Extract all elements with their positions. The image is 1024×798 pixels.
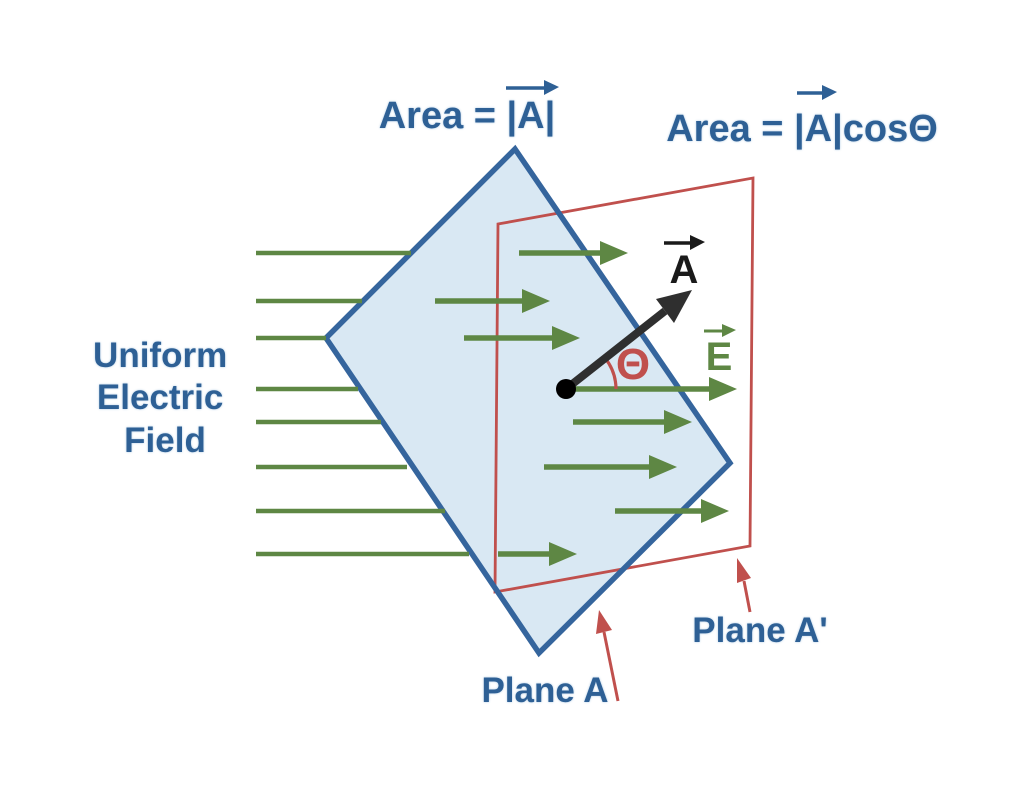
vector-arrow-over-title-a-cos (797, 85, 837, 100)
vector-e-label: E (706, 335, 733, 379)
vector-arrow-over-a-label (664, 235, 705, 250)
field-lines-left (256, 250, 469, 557)
e-field-vector (566, 377, 737, 401)
field-arrows-through-plane (435, 241, 729, 566)
field-label-line-3: Field (124, 421, 206, 460)
plane-a-prime-pointer-line (742, 580, 752, 613)
theta-label: Θ (616, 340, 650, 389)
vector-arrow-over-title-a (506, 80, 559, 95)
field-arrowhead (522, 289, 550, 313)
field-arrowhead (600, 241, 628, 265)
field-arrowhead (552, 326, 580, 350)
plane-a-pointer (596, 610, 620, 702)
field-label-line-2: Electric (97, 378, 223, 417)
plane-a-border (322, 144, 734, 658)
field-arrowhead (664, 410, 692, 434)
plane-a-label: Plane A (481, 671, 608, 710)
plane-a-prime-label: Plane A' (692, 611, 827, 650)
plane-a-prime-pointer (737, 558, 752, 613)
vector-a-label: A (670, 248, 699, 292)
plane-a-prime-shape (493, 176, 755, 594)
vector-arrow-over-e-label (704, 324, 736, 337)
field-label-line-1: Uniform (93, 336, 227, 375)
over-arrow-head (690, 235, 705, 250)
plane-a-shape (326, 149, 730, 653)
field-arrowhead (549, 542, 577, 566)
area-vector-arrowhead (656, 290, 692, 323)
over-arrow-head (544, 80, 559, 95)
vector-origin-dot (556, 379, 576, 399)
title-area-a-cos: Area = |A|cosΘ (666, 108, 938, 150)
uniform-electric-field-label: Uniform Electric Field (93, 336, 237, 460)
field-arrowhead (701, 499, 729, 523)
plane-a-pointer-arrowhead (596, 610, 612, 634)
field-arrowhead (649, 455, 677, 479)
plane-a-pointer-line (602, 631, 620, 702)
over-arrow-head (822, 85, 837, 100)
e-vector-arrowhead (709, 377, 737, 401)
over-arrow-head (722, 324, 736, 337)
area-vector (556, 290, 692, 399)
title-area-a: Area = |A| (379, 95, 556, 137)
plane-a-prime-pointer-arrowhead (737, 558, 751, 583)
area-vector-arrow (563, 307, 668, 393)
